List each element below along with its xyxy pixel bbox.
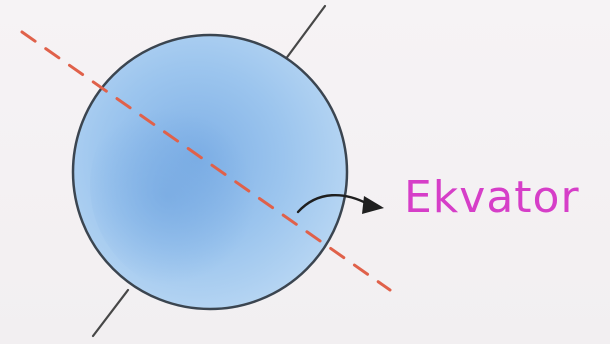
arrowhead-icon [362,196,384,214]
planet-shading [90,75,310,295]
rotation-axis-top [283,4,327,62]
pointer-arrow [296,194,370,214]
rotation-axis-bottom [91,288,130,338]
equator-label: Ekvator [404,172,580,223]
equator-line [20,30,392,292]
planet-outline [71,33,349,311]
